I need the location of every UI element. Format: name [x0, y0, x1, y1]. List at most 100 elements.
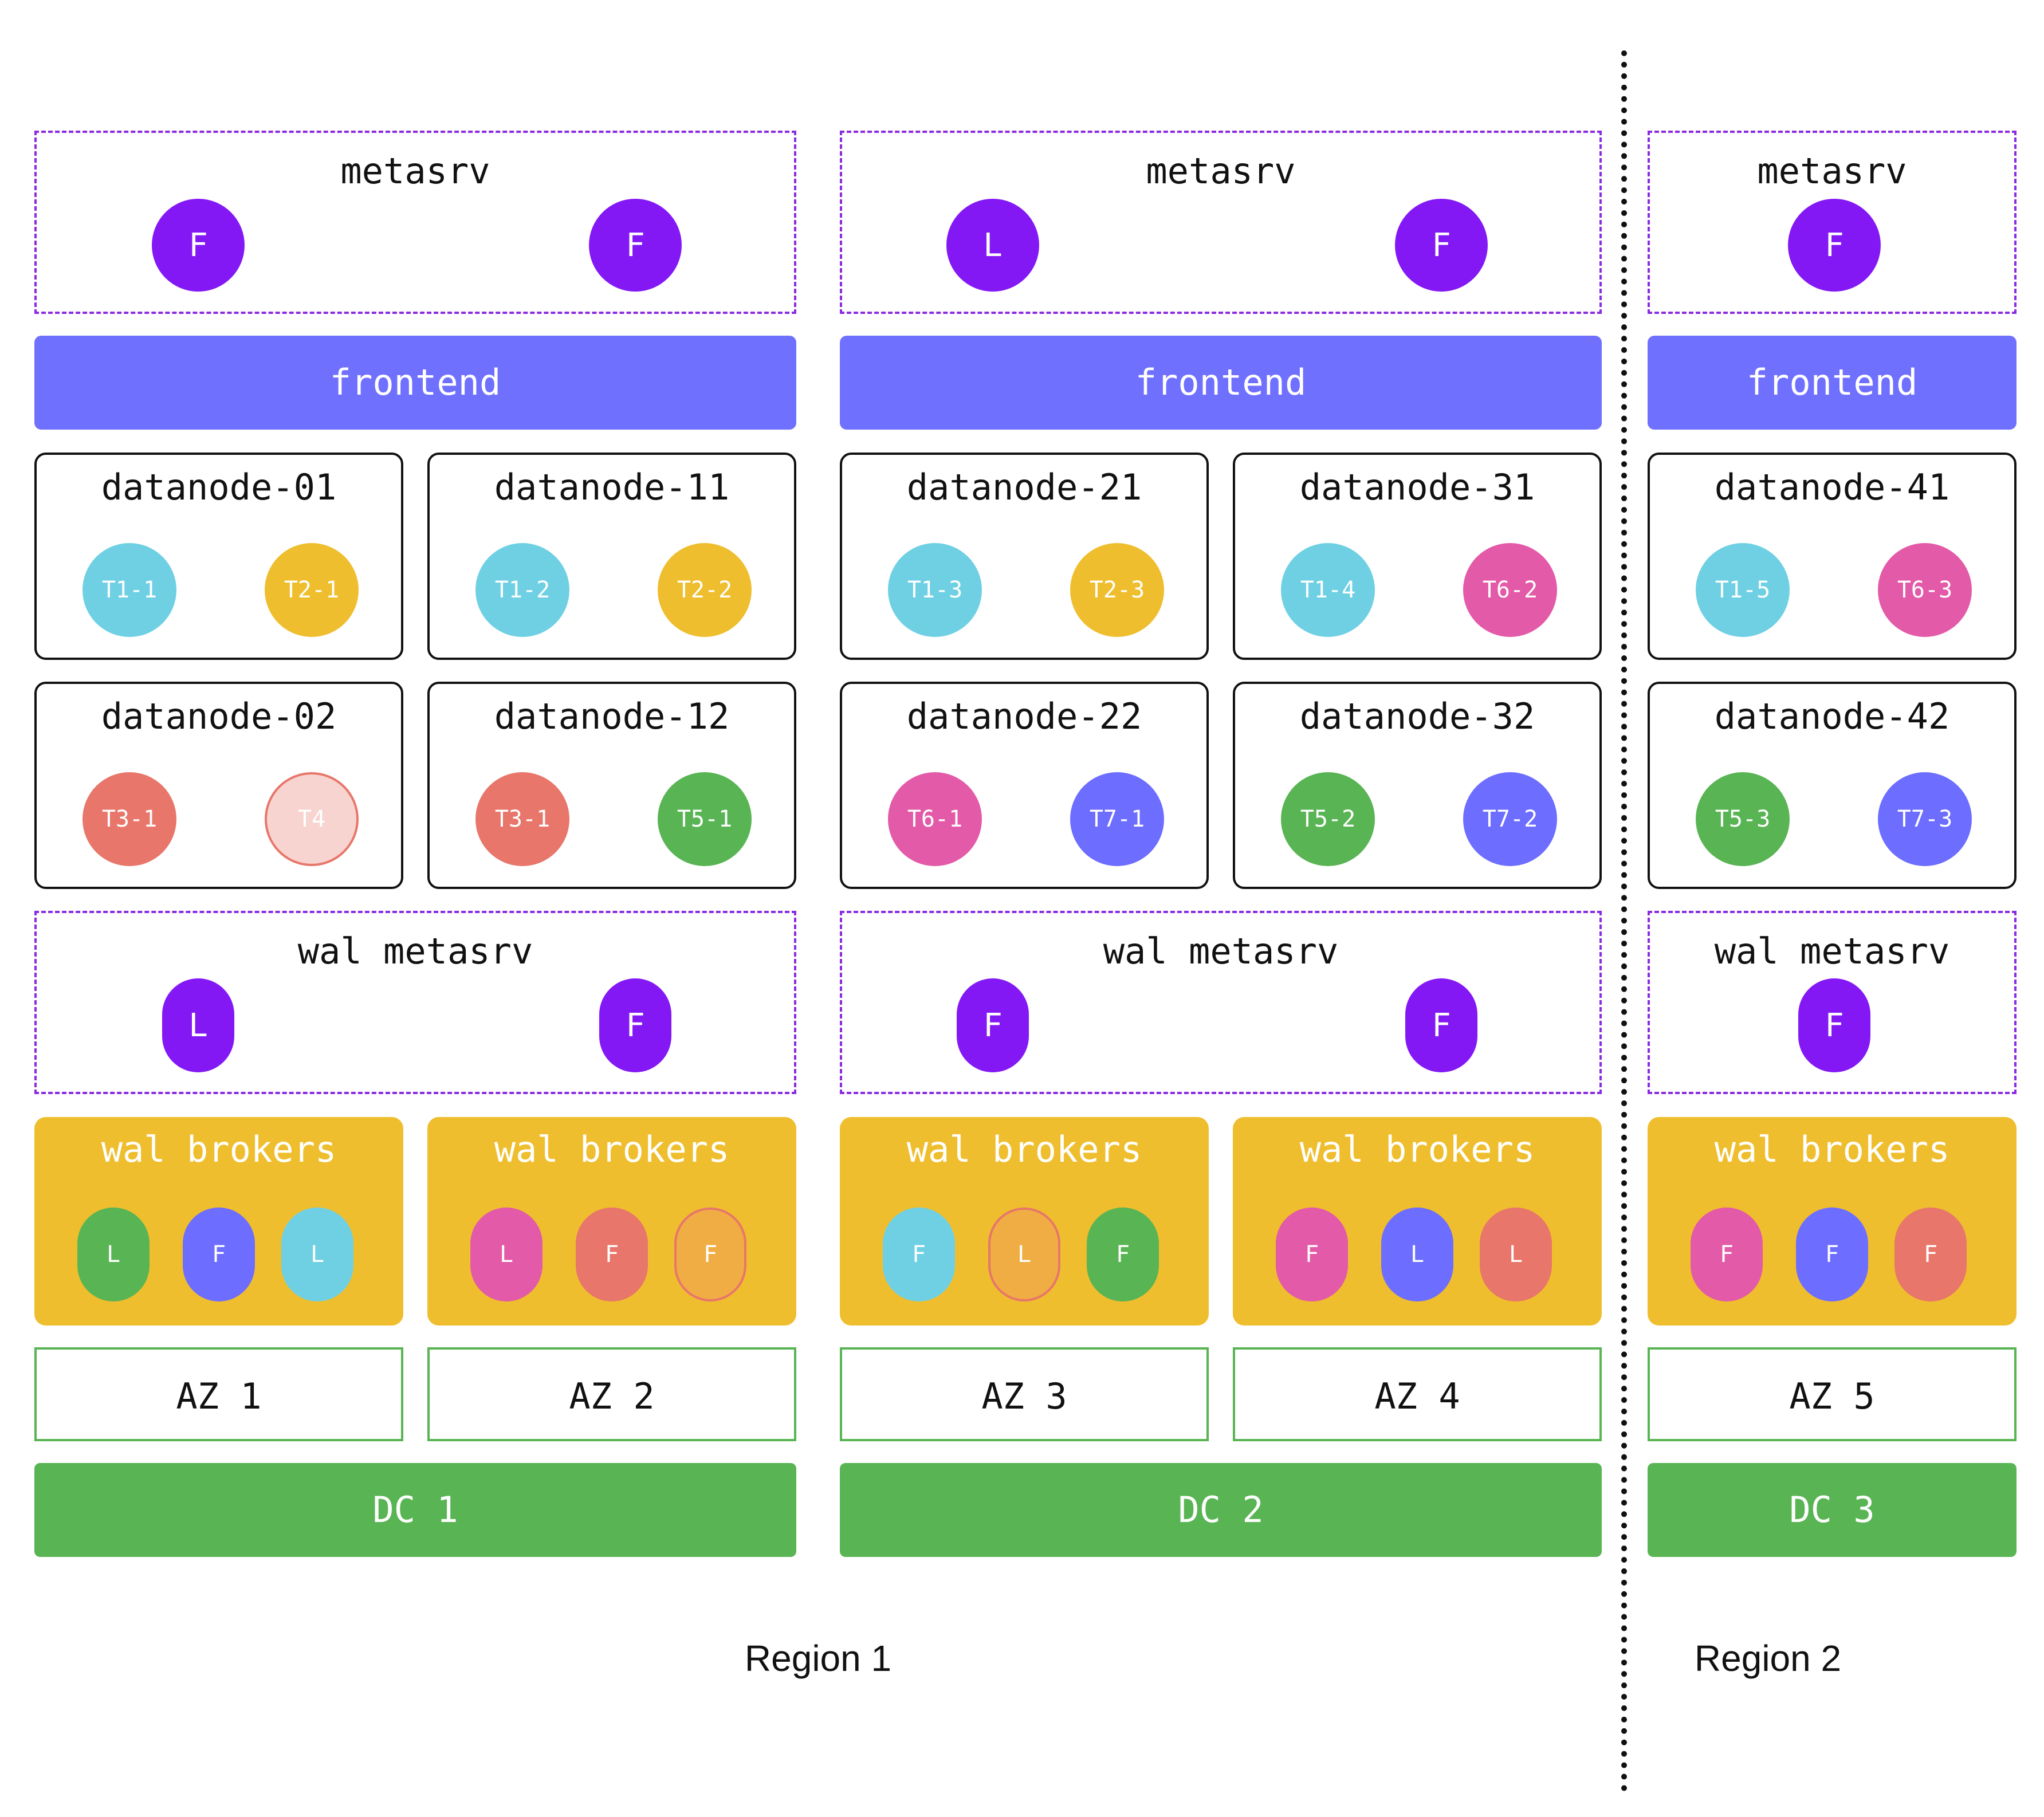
- region-label: Region 2: [1694, 1638, 1842, 1679]
- broker-node: F: [674, 1208, 746, 1301]
- wal-brokers-title: wal brokers: [1714, 1128, 1950, 1170]
- dc-label: DC 3: [1789, 1489, 1875, 1531]
- dc-label: DC 2: [1178, 1489, 1264, 1531]
- broker-node: F: [1894, 1208, 1967, 1301]
- metasrv-node: F: [1395, 199, 1488, 292]
- wal-metasrv-node: F: [599, 978, 671, 1072]
- metasrv-node: L: [946, 199, 1039, 292]
- metasrv-node: F: [589, 199, 682, 292]
- dc-label: DC 1: [372, 1489, 458, 1531]
- broker-node: F: [576, 1208, 648, 1301]
- datanode-title: datanode-12: [494, 695, 730, 737]
- metasrv-node: F: [1788, 199, 1881, 292]
- wal-metasrv-node: F: [957, 978, 1029, 1072]
- broker-node: L: [1381, 1208, 1453, 1301]
- tablet-circle: T1-2: [475, 543, 569, 637]
- datanode-title: datanode-32: [1299, 695, 1535, 737]
- datanode-title: datanode-11: [494, 466, 730, 508]
- tablet-circle: T1-5: [1696, 543, 1790, 637]
- tablet-circle: T5-2: [1281, 772, 1375, 866]
- tablet-circle: T3-1: [82, 772, 176, 866]
- tablet-circle: T2-2: [658, 543, 752, 637]
- az-label: AZ 4: [1374, 1375, 1460, 1417]
- metasrv-title: metasrv: [340, 150, 490, 192]
- az-box: AZ 4: [1233, 1347, 1602, 1441]
- datanode-title: datanode-31: [1299, 466, 1535, 508]
- az-box: AZ 3: [840, 1347, 1209, 1441]
- datanode-title: datanode-02: [101, 695, 337, 737]
- datanode-title: datanode-42: [1714, 695, 1950, 737]
- broker-node: F: [1796, 1208, 1868, 1301]
- broker-node: L: [281, 1208, 353, 1301]
- wal-metasrv-title: wal metasrv: [1103, 930, 1339, 972]
- frontend-bar: frontend: [1648, 336, 2017, 430]
- wal-metasrv-title: wal metasrv: [1714, 930, 1950, 972]
- broker-node: F: [1691, 1208, 1763, 1301]
- datanode-title: datanode-22: [906, 695, 1142, 737]
- tablet-circle: T2-3: [1070, 543, 1164, 637]
- wal-metasrv-node: L: [162, 978, 234, 1072]
- broker-node: L: [988, 1208, 1060, 1301]
- wal-metasrv-title: wal metasrv: [297, 930, 533, 972]
- wal-brokers-title: wal brokers: [906, 1128, 1142, 1170]
- frontend-label: frontend: [1746, 361, 1918, 403]
- az-box: AZ 1: [34, 1347, 403, 1441]
- az-label: AZ 1: [176, 1375, 262, 1417]
- az-label: AZ 2: [569, 1375, 655, 1417]
- metasrv-title: metasrv: [1757, 150, 1907, 192]
- frontend-bar: frontend: [34, 336, 796, 430]
- frontend-label: frontend: [1135, 361, 1307, 403]
- broker-node: L: [470, 1208, 543, 1301]
- wal-brokers-title: wal brokers: [494, 1128, 730, 1170]
- az-box: AZ 2: [427, 1347, 796, 1441]
- metasrv-title: metasrv: [1146, 150, 1296, 192]
- frontend-bar: frontend: [840, 336, 1602, 430]
- region-divider: [1621, 50, 1627, 1792]
- datanode-title: datanode-41: [1714, 466, 1950, 508]
- tablet-circle: T2-1: [265, 543, 359, 637]
- region-label: Region 1: [744, 1638, 892, 1679]
- tablet-circle: T6-3: [1878, 543, 1972, 637]
- tablet-circle: T7-2: [1463, 772, 1557, 866]
- dc-bar: DC 1: [34, 1463, 796, 1557]
- datanode-title: datanode-01: [101, 466, 337, 508]
- tablet-circle: T6-1: [888, 772, 982, 866]
- az-label: AZ 3: [981, 1375, 1067, 1417]
- frontend-label: frontend: [329, 361, 501, 403]
- dc-bar: DC 2: [840, 1463, 1602, 1557]
- wal-metasrv-node: F: [1798, 978, 1870, 1072]
- tablet-circle: T7-1: [1070, 772, 1164, 866]
- wal-brokers-title: wal brokers: [101, 1128, 337, 1170]
- broker-node: F: [1087, 1208, 1159, 1301]
- broker-node: F: [883, 1208, 955, 1301]
- tablet-circle: T3-1: [475, 772, 569, 866]
- tablet-circle: T1-1: [82, 543, 176, 637]
- tablet-circle: T4: [265, 772, 359, 866]
- broker-node: F: [1276, 1208, 1348, 1301]
- tablet-circle: T1-4: [1281, 543, 1375, 637]
- tablet-circle: T6-2: [1463, 543, 1557, 637]
- broker-node: L: [1480, 1208, 1552, 1301]
- wal-brokers-title: wal brokers: [1299, 1128, 1535, 1170]
- tablet-circle: T7-3: [1878, 772, 1972, 866]
